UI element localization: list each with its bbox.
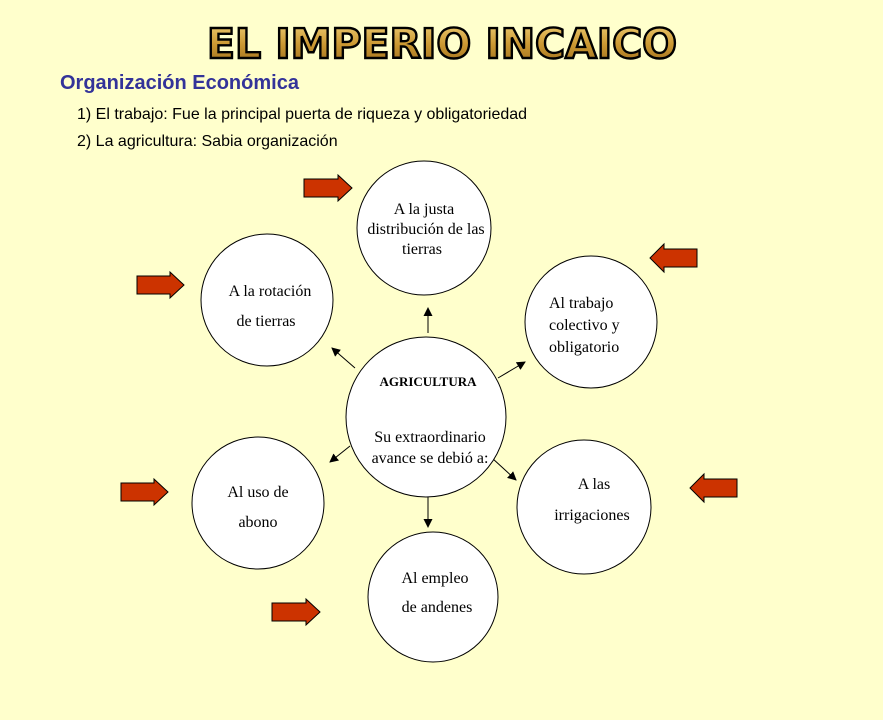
circle-top-line-2: distribución de las xyxy=(367,221,484,238)
connector-arrow xyxy=(491,457,517,481)
circle-bottom xyxy=(367,531,499,663)
center-heading: AGRICULTURA xyxy=(379,374,477,389)
circle-top-line-1: A la justa xyxy=(394,201,454,218)
circle-upper-right xyxy=(524,255,658,389)
center-line-1: Su extraordinario xyxy=(374,429,486,446)
red-arrow-right-icon xyxy=(271,597,321,627)
title-banner: EL IMPERIO INCAICO xyxy=(206,19,678,68)
page-title: EL IMPERIO INCAICO xyxy=(207,20,677,68)
connector-arrow xyxy=(329,445,351,463)
point-trabajo: 1) El trabajo: Fue la principal puerta d… xyxy=(77,106,528,123)
circle-upper-right-line-3: obligatorio xyxy=(549,339,619,356)
red-arrow-left-icon xyxy=(649,242,698,274)
circle-lower-right xyxy=(516,439,652,575)
red-arrow-left-icon xyxy=(689,472,738,504)
circle-upper-right-line-2: colectivo y xyxy=(549,317,620,334)
circle-bottom-line-2: de andenes xyxy=(402,599,473,616)
circle-upper-right-line-1: Al trabajo xyxy=(549,295,613,312)
circle-bottom-line-1: Al empleo xyxy=(401,570,468,587)
connector-arrow xyxy=(331,347,356,369)
circle-lower-right-line-1: A las xyxy=(578,476,610,493)
circle-center xyxy=(345,336,507,498)
circle-upper-left-line-1: A la rotación xyxy=(229,283,312,300)
circle-upper-left xyxy=(200,233,334,367)
circle-lower-right-line-2: irrigaciones xyxy=(554,507,630,524)
circle-lower-left xyxy=(191,436,325,570)
connector-arrow xyxy=(497,361,526,379)
red-arrow-right-icon xyxy=(120,477,169,507)
red-arrow-right-icon xyxy=(303,173,353,203)
circle-top-line-3: tierras xyxy=(402,241,442,258)
red-arrow-right-icon xyxy=(136,270,185,300)
circle-lower-left-line-1: Al uso de xyxy=(227,484,288,501)
section-subtitle: Organización Económica xyxy=(60,72,299,94)
circle-upper-left-line-2: de tierras xyxy=(236,313,295,330)
circle-top xyxy=(356,160,492,296)
point-agricultura: 2) La agricultura: Sabia organización xyxy=(77,133,338,150)
center-line-2: avance se debió a: xyxy=(372,450,489,467)
circle-lower-left-line-2: abono xyxy=(238,514,277,531)
